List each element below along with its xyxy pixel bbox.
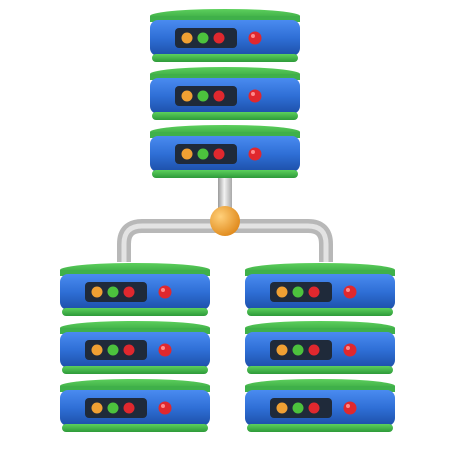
green-led-icon [292,402,304,414]
orange-led-icon [91,402,103,414]
green-led-icon [292,286,304,298]
server-unit [150,9,300,62]
red-led-icon [308,344,320,356]
server-unit [60,263,210,316]
orange-led-icon [181,90,193,102]
power-led-icon [158,401,172,415]
server-cap-bottom [247,366,393,374]
power-led-icon [343,401,357,415]
red-led-icon [213,90,225,102]
red-led-icon [123,344,135,356]
server-cap-bottom [247,424,393,432]
orange-led-icon [276,286,288,298]
green-led-icon [107,344,119,356]
network-pipes [117,178,333,262]
red-led-icon [308,286,320,298]
server-unit [150,67,300,120]
orange-led-icon [181,32,193,44]
power-led-icon [343,285,357,299]
server-cap-bottom [152,112,298,120]
power-led-icon [248,31,262,45]
top-server-stack [150,9,300,178]
server-cap-bottom [62,308,208,316]
red-led-icon [123,286,135,298]
red-led-icon [123,402,135,414]
power-led-icon [248,147,262,161]
server-cap-bottom [152,54,298,62]
red-led-icon [213,32,225,44]
orange-led-icon [276,344,288,356]
orange-led-icon [181,148,193,160]
red-led-icon [308,402,320,414]
power-led-icon [158,285,172,299]
orange-led-icon [91,344,103,356]
server-unit [150,125,300,178]
green-led-icon [292,344,304,356]
right-server-stack [245,263,395,432]
power-led-icon [248,89,262,103]
orange-led-icon [91,286,103,298]
green-led-icon [107,286,119,298]
green-led-icon [197,32,209,44]
server-cap-bottom [62,424,208,432]
left-server-stack [60,263,210,432]
red-led-icon [213,148,225,160]
power-led-icon [158,343,172,357]
server-unit [245,379,395,432]
junction-node [210,206,240,236]
server-cap-bottom [152,170,298,178]
power-led-icon [343,343,357,357]
server-unit [245,321,395,374]
server-unit [60,321,210,374]
orange-led-icon [276,402,288,414]
green-led-icon [197,148,209,160]
server-cap-bottom [247,308,393,316]
server-cap-bottom [62,366,208,374]
green-led-icon [197,90,209,102]
green-led-icon [107,402,119,414]
server-unit [245,263,395,316]
server-unit [60,379,210,432]
